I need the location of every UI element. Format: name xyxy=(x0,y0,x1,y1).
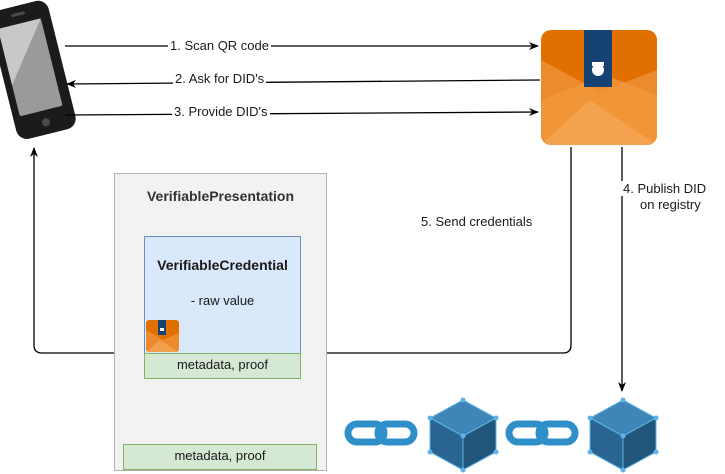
edge-label-publish-did-line2: on registry xyxy=(638,197,703,212)
edge-label-publish-did-line1: 4. Publish DID xyxy=(621,181,709,196)
smartphone-icon xyxy=(0,0,76,139)
blockchain-icon xyxy=(344,397,659,473)
credential-metadata-proof: metadata, proof xyxy=(144,353,301,379)
chain-link-icon xyxy=(505,420,579,446)
edge-label-ask-dids: 2. Ask for DID's xyxy=(173,71,267,86)
verifiable-credential-value: - raw value xyxy=(190,293,255,308)
cube-icon xyxy=(427,397,499,473)
government-envelope-icon xyxy=(541,30,657,145)
edge-label-send-credentials: 5. Send credentials xyxy=(419,214,535,229)
edge-label-provide-dids: 3. Provide DID's xyxy=(172,104,270,119)
cube-icon xyxy=(587,397,659,473)
chain-link-icon xyxy=(344,420,418,446)
verifiable-presentation-title: VerifiablePresentation xyxy=(146,188,295,204)
verifiable-credential-title: VerifiableCredential xyxy=(157,257,288,273)
presentation-metadata-proof: metadata, proof xyxy=(123,444,317,470)
edge-label-scan-qr: 1. Scan QR code xyxy=(168,38,271,53)
